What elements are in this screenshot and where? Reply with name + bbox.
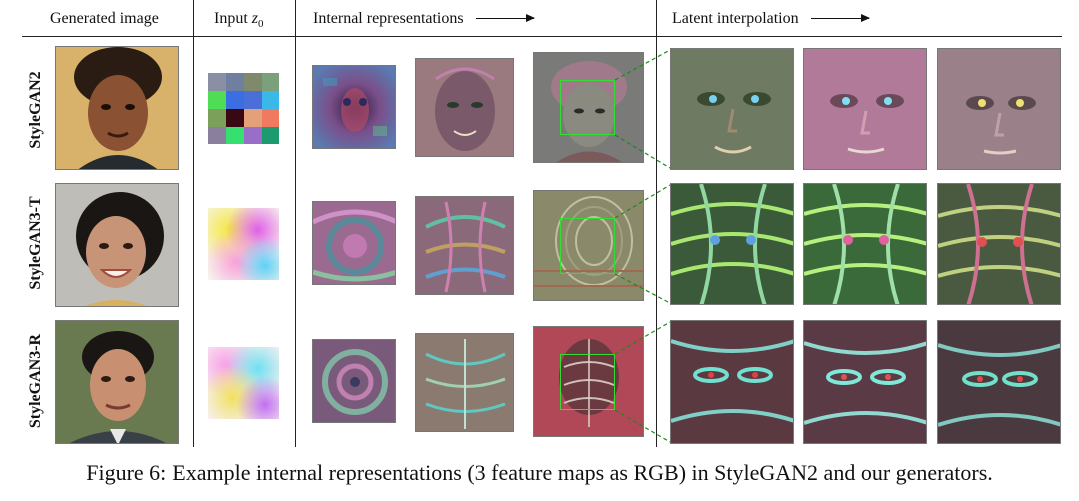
input-blob-stylegan3-r xyxy=(208,347,279,419)
header-input: Input z0 xyxy=(214,9,264,34)
zoom-box-stylegan3-r xyxy=(560,354,615,410)
zoom-line-top-stylegan2 xyxy=(614,49,671,81)
header-latent-interpolation: Latent interpolation xyxy=(672,9,870,29)
generated-face-stylegan3-r xyxy=(55,320,179,444)
column-divider-2 xyxy=(295,0,296,447)
feature-map-3-stylegan3-t xyxy=(533,190,644,301)
column-divider-3 xyxy=(656,0,657,447)
feature-map-2-stylegan3-t xyxy=(415,196,514,295)
header-generated-image: Generated image xyxy=(50,10,159,27)
feature-map-1-stylegan2 xyxy=(312,65,396,149)
feature-map-2-stylegan2 xyxy=(415,58,514,157)
header-input-label: Input xyxy=(214,10,248,27)
interp-3-stylegan3-r xyxy=(937,320,1061,444)
interp-1-stylegan3-t xyxy=(670,183,794,305)
header-internal-representations: Internal representations xyxy=(313,9,535,29)
header-internal-arrow xyxy=(475,13,535,22)
header-internal-label: Internal representations xyxy=(313,10,464,27)
interp-2-stylegan3-r xyxy=(803,320,927,444)
feature-map-3-stylegan2 xyxy=(533,52,644,163)
zoom-line-bottom-stylegan3-r xyxy=(614,409,671,443)
zoom-line-bottom-stylegan2 xyxy=(614,134,671,169)
interp-2-stylegan2 xyxy=(803,48,927,170)
feature-map-1-stylegan3-t xyxy=(312,201,396,285)
header-input-symbol: z xyxy=(251,10,259,27)
header-latent-arrow xyxy=(810,13,870,22)
interp-1-stylegan3-r xyxy=(670,320,794,444)
feature-map-2-stylegan3-r xyxy=(415,333,514,432)
zoom-box-stylegan3-t xyxy=(560,218,615,274)
figure-caption-text: Example internal representations (3 feat… xyxy=(172,460,993,485)
interp-3-stylegan3-t xyxy=(937,183,1061,305)
zoom-box-stylegan2 xyxy=(560,80,615,135)
column-divider-1 xyxy=(193,0,194,447)
interp-2-stylegan3-t xyxy=(803,183,927,305)
header-input-subscript: 0 xyxy=(258,18,264,31)
feature-map-3-stylegan3-r xyxy=(533,326,644,437)
interp-3-stylegan2 xyxy=(937,48,1061,170)
input-blob-stylegan3-t xyxy=(208,208,279,280)
generated-face-stylegan3-t xyxy=(55,183,179,307)
interp-1-stylegan2 xyxy=(670,48,794,170)
header-rule xyxy=(22,36,1062,37)
feature-map-1-stylegan3-r xyxy=(312,339,396,423)
input-grid-stylegan2 xyxy=(208,73,279,144)
figure-label: Figure 6: xyxy=(86,460,167,485)
zoom-line-top-stylegan3-t xyxy=(614,184,671,219)
figure-caption: Figure 6:Example internal representation… xyxy=(0,460,1079,486)
zoom-line-bottom-stylegan3-t xyxy=(614,273,671,304)
zoom-line-top-stylegan3-r xyxy=(614,321,671,355)
generated-face-stylegan2 xyxy=(55,46,179,170)
header-latent-label: Latent interpolation xyxy=(672,10,799,27)
